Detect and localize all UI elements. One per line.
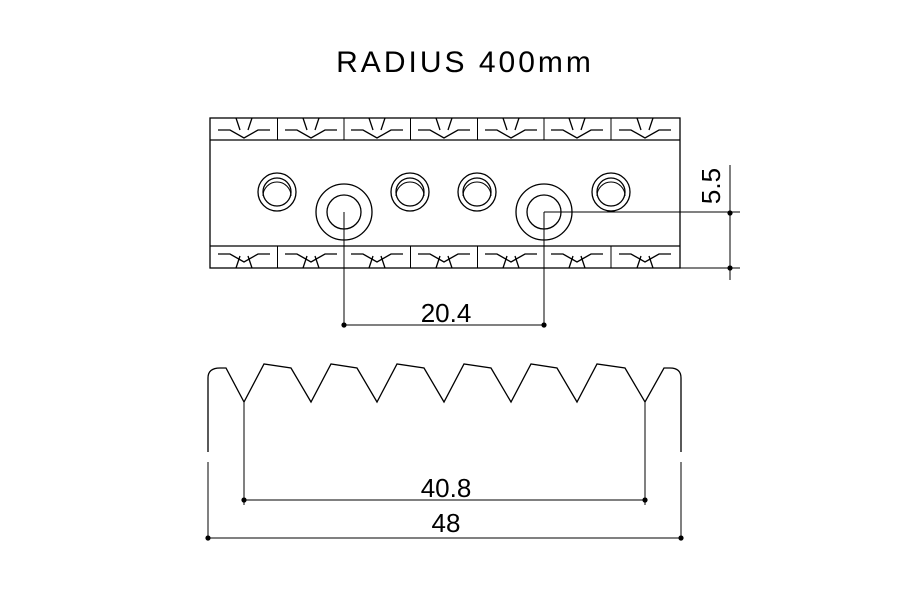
bottom-tooth xyxy=(551,253,603,263)
bottom-teeth xyxy=(218,246,671,269)
top-tooth xyxy=(351,129,403,139)
drawing-title: RADIUS 400mm xyxy=(336,46,594,79)
top-tooth-edge xyxy=(502,117,520,131)
bottom-tooth-edge xyxy=(568,255,586,269)
dimension-inner-width: 40.8 xyxy=(241,402,648,505)
small-hole xyxy=(591,172,631,212)
dimension-hole-spacing: 20.4 xyxy=(341,212,547,328)
top-tooth-edge xyxy=(435,117,453,131)
bottom-tooth xyxy=(218,253,270,263)
top-view xyxy=(209,117,681,269)
thickness-label: 5.5 xyxy=(696,168,726,204)
top-tooth-edge xyxy=(568,117,586,131)
top-tooth xyxy=(418,129,470,139)
bottom-tooth-edge xyxy=(368,255,386,269)
top-tooth-edge xyxy=(302,117,320,131)
small-hole xyxy=(257,172,297,212)
bottom-tooth-edge xyxy=(502,255,520,269)
top-tooth xyxy=(485,129,537,139)
dimension-thickness: 5.5 xyxy=(544,165,740,280)
top-tooth xyxy=(285,129,337,139)
inner-width-label: 40.8 xyxy=(421,473,472,503)
bottom-tooth xyxy=(285,253,337,263)
bottom-tooth xyxy=(485,253,537,263)
bottom-tooth-edge xyxy=(302,255,320,269)
top-tooth xyxy=(218,129,270,139)
front-view xyxy=(207,363,682,452)
bottom-tooth-edge xyxy=(636,255,654,269)
top-teeth xyxy=(218,117,671,140)
hole-spacing-label: 20.4 xyxy=(421,298,472,328)
bottom-tooth xyxy=(418,253,470,263)
bottom-tooth-edge xyxy=(235,255,253,269)
bottom-tooth xyxy=(619,253,671,263)
bottom-tooth xyxy=(351,253,403,263)
bottom-tooth-edge xyxy=(435,255,453,269)
small-hole xyxy=(457,172,497,212)
front-view-profile xyxy=(207,363,682,452)
top-view-body xyxy=(209,117,681,269)
top-tooth-edge xyxy=(235,117,253,131)
top-tooth-edge xyxy=(368,117,386,131)
top-tooth xyxy=(619,129,671,139)
overall-width-label: 48 xyxy=(432,508,461,538)
top-tooth-edge xyxy=(636,117,654,131)
top-tooth xyxy=(551,129,603,139)
small-hole xyxy=(390,172,430,212)
dimension-overall-width: 48 xyxy=(205,462,684,541)
